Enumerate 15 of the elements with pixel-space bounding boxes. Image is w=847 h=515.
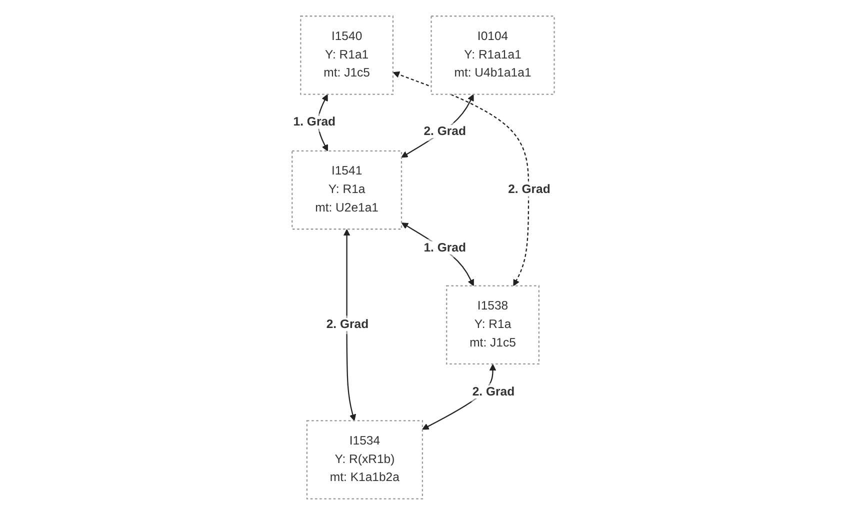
edge-label: 2. Grad (424, 125, 466, 138)
arrow (393, 71, 530, 286)
node-box: I1541 Y: R1a mt: U2e1a1 (292, 150, 402, 230)
node-box: I1538 Y: R1a mt: J1c5 (446, 285, 540, 365)
arrow (402, 222, 474, 286)
edge-label: 2. Grad (472, 385, 515, 398)
arrow (401, 94, 474, 158)
edge-label: 1. Grad (294, 116, 336, 129)
edge-label: 2. Grad (326, 318, 369, 332)
node-box: I1540 Y: R1a1 mt: J1c5 (300, 16, 394, 95)
edge-label: 2. Grad (508, 183, 551, 196)
node-box: I1534 Y: R(xR1b) mt: K1a1b2a (306, 420, 424, 500)
edge-label: 1. Grad (424, 241, 466, 254)
arrow (344, 229, 356, 421)
node-box: I0104 Y: R1a1a1 mt: U4b1a1a1 (431, 16, 556, 95)
